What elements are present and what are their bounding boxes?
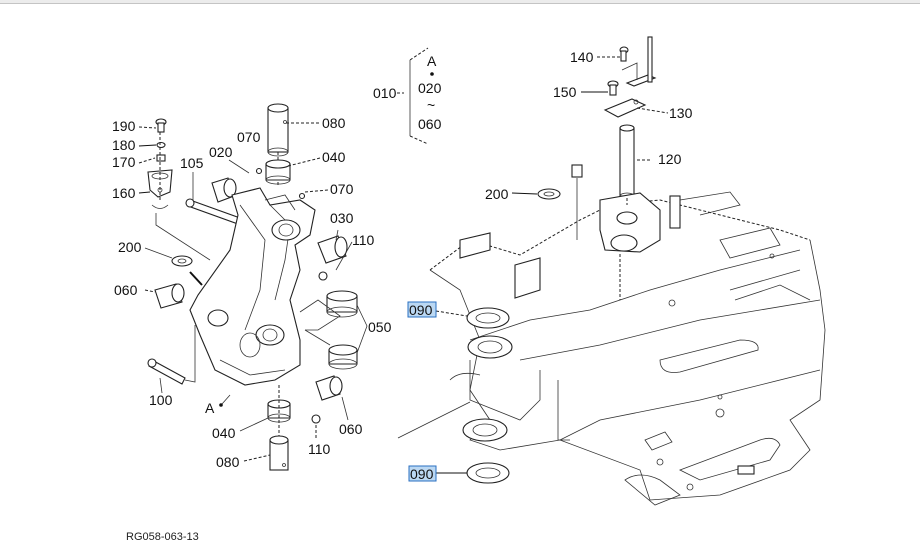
group-callout-ref[interactable]: 010 (373, 85, 397, 101)
part-label-100[interactable]: 100 (149, 392, 173, 408)
part-label-160[interactable]: 160 (112, 185, 136, 201)
nut-110-lower[interactable] (311, 414, 321, 424)
nut-170[interactable] (156, 154, 166, 162)
group-callout-top: A (427, 53, 437, 69)
part-label-060-right[interactable]: 060 (339, 421, 363, 437)
washer-200-right[interactable] (537, 188, 561, 200)
highlight-090-lower (408, 465, 437, 482)
part-label-040-upper[interactable]: 040 (322, 149, 346, 165)
bolt-150[interactable] (607, 80, 619, 96)
bolt-105-long[interactable] (185, 198, 241, 225)
grease-nipple-070-b[interactable] (298, 192, 306, 200)
part-label-020[interactable]: 020 (209, 144, 233, 160)
part-label-140[interactable]: 140 (570, 49, 594, 65)
pin-080-upper[interactable] (267, 103, 289, 157)
bushing-105[interactable] (211, 177, 237, 203)
part-label-110-upper[interactable]: 110 (352, 232, 375, 248)
thrust-washer-090-upper[interactable] (466, 307, 510, 329)
callout-dot-A (219, 403, 223, 407)
pin-080-lower[interactable] (269, 435, 289, 471)
bushing-060-left[interactable] (154, 283, 185, 309)
leader-lines (138, 47, 669, 474)
part-labels: 190 180 170 160 105 020 070 080 040 070 … (112, 49, 693, 543)
figure-id: RG058-063-13 (126, 531, 199, 543)
nut-110-upper[interactable] (318, 271, 328, 281)
part-label-080-upper[interactable]: 080 (322, 115, 346, 131)
part-label-190[interactable]: 190 (112, 118, 136, 134)
part-label-040-lower[interactable]: 040 (212, 425, 236, 441)
group-callout-end: 060 (418, 116, 442, 132)
swing-bracket-body[interactable] (189, 187, 316, 386)
plate-130[interactable] (603, 98, 647, 118)
washer-200-left[interactable] (171, 255, 193, 267)
part-label-090-upper[interactable]: 090 (409, 302, 433, 318)
pin-120[interactable] (619, 124, 635, 200)
group-callout-range: ~ (427, 97, 435, 113)
swing-bracket-assembly (147, 103, 358, 471)
bushing-030[interactable] (317, 235, 348, 264)
group-callout-start: 020 (418, 80, 442, 96)
window-top-bar (0, 0, 920, 4)
group-callout-dot (430, 72, 434, 76)
part-label-130[interactable]: 130 (669, 105, 693, 121)
part-label-105[interactable]: 105 (180, 155, 204, 171)
part-label-A[interactable]: A (205, 400, 215, 416)
part-label-150[interactable]: 150 (553, 84, 577, 100)
part-label-170[interactable]: 170 (112, 154, 136, 170)
part-label-070-a[interactable]: 070 (237, 129, 261, 145)
bushing-040-upper[interactable] (265, 159, 291, 185)
main-frame-assembly (397, 36, 826, 506)
part-label-050[interactable]: 050 (368, 319, 392, 335)
part-label-110-lower[interactable]: 110 (308, 441, 331, 457)
bushing-050-upper[interactable] (326, 290, 358, 318)
frame-body[interactable] (429, 164, 826, 506)
stopper-bracket[interactable] (621, 36, 657, 87)
bolt-190[interactable] (155, 118, 167, 133)
bolt-140[interactable] (619, 46, 629, 62)
part-label-080-lower[interactable]: 080 (216, 454, 240, 470)
part-label-070-b[interactable]: 070 (330, 181, 354, 197)
part-label-090-lower[interactable]: 090 (410, 466, 434, 482)
washer-180[interactable] (156, 141, 166, 149)
part-label-120[interactable]: 120 (658, 151, 682, 167)
grease-nipple-070-a[interactable] (255, 167, 263, 175)
part-label-200-right[interactable]: 200 (485, 186, 509, 202)
part-label-200-left[interactable]: 200 (118, 239, 142, 255)
bolt-100[interactable] (147, 358, 186, 385)
part-label-180[interactable]: 180 (112, 137, 136, 153)
part-label-030[interactable]: 030 (330, 210, 354, 226)
part-label-060-left[interactable]: 060 (114, 282, 138, 298)
thrust-washer-090-lower[interactable] (466, 462, 510, 484)
highlight-090-upper (407, 301, 437, 318)
bushing-060-right[interactable] (315, 375, 343, 401)
bushing-050-lower[interactable] (328, 344, 358, 370)
